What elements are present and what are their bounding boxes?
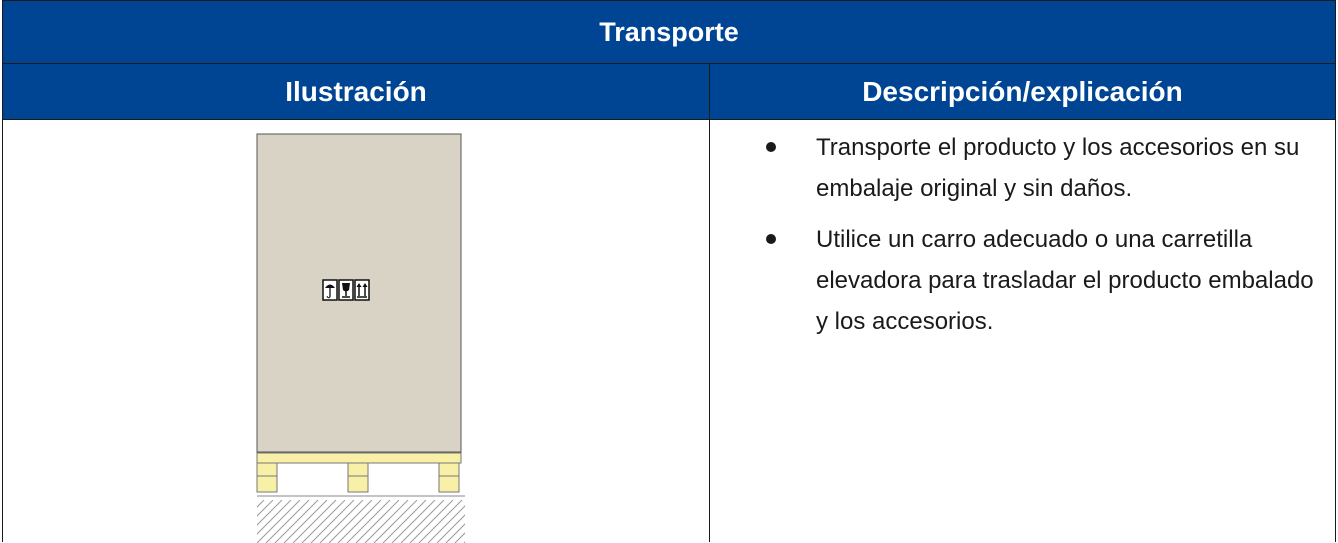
- hatch-line: [319, 500, 364, 543]
- packaged-product-illustration: [203, 133, 525, 543]
- hatch-line: [328, 500, 373, 543]
- hatch-line: [265, 500, 310, 543]
- hatch-line: [346, 500, 391, 543]
- column-header-row: Ilustración Descripción/explicación: [2, 63, 1336, 120]
- hatch-line: [382, 500, 427, 543]
- hatch-line: [473, 500, 516, 543]
- hatch-line: [283, 500, 328, 543]
- handling-symbols: [322, 279, 370, 301]
- list-item: Transporte el producto y los accesorios …: [758, 127, 1318, 209]
- bullet-icon: [766, 142, 776, 152]
- hatch-line: [301, 500, 346, 543]
- hatch-line: [454, 532, 465, 543]
- table-title: Transporte: [2, 0, 1336, 64]
- hatch-line: [482, 500, 525, 543]
- hatch-line: [409, 500, 454, 543]
- ground-hatching: [203, 495, 525, 543]
- hatch-line: [257, 500, 265, 508]
- hatch-line: [355, 500, 400, 543]
- hatch-line: [436, 514, 465, 543]
- hatch-line: [373, 500, 418, 543]
- umbrella-icon: [322, 279, 338, 301]
- fragile-glass-icon: [338, 279, 354, 301]
- pallet: [256, 452, 462, 493]
- column-header-illustration: Ilustración: [2, 63, 710, 120]
- this-way-up-icon: [354, 279, 370, 301]
- hatch-line: [257, 500, 283, 526]
- hatch-line: [257, 500, 274, 517]
- hatch-line: [418, 500, 463, 543]
- hatch-line: [274, 500, 319, 543]
- list-item-text: Transporte el producto y los accesorios …: [816, 134, 1300, 202]
- hatch-line: [463, 541, 465, 543]
- illustration-cell: [2, 119, 710, 543]
- hatch-line: [292, 500, 337, 543]
- description-list: Transporte el producto y los accesorios …: [758, 127, 1318, 352]
- description-cell: Transporte el producto y los accesorios …: [709, 119, 1336, 542]
- hatch-line: [400, 500, 445, 543]
- table-body-row: Transporte el producto y los accesorios …: [2, 119, 1336, 543]
- hatch-line: [445, 523, 465, 543]
- list-item-text: Utilice un carro adecuado o una carretil…: [816, 226, 1314, 335]
- hatch-line: [391, 500, 436, 543]
- hatch-line: [203, 500, 246, 543]
- hatch-line: [337, 500, 382, 543]
- column-header-description: Descripción/explicación: [709, 63, 1336, 120]
- list-item: Utilice un carro adecuado o una carretil…: [758, 219, 1318, 342]
- hatch-line: [257, 500, 301, 543]
- hatch-line: [257, 500, 292, 535]
- bullet-icon: [766, 234, 776, 244]
- hatch-line: [310, 500, 355, 543]
- hatch-line: [364, 500, 409, 543]
- hatch-line: [212, 500, 255, 543]
- hatch-line: [427, 505, 465, 543]
